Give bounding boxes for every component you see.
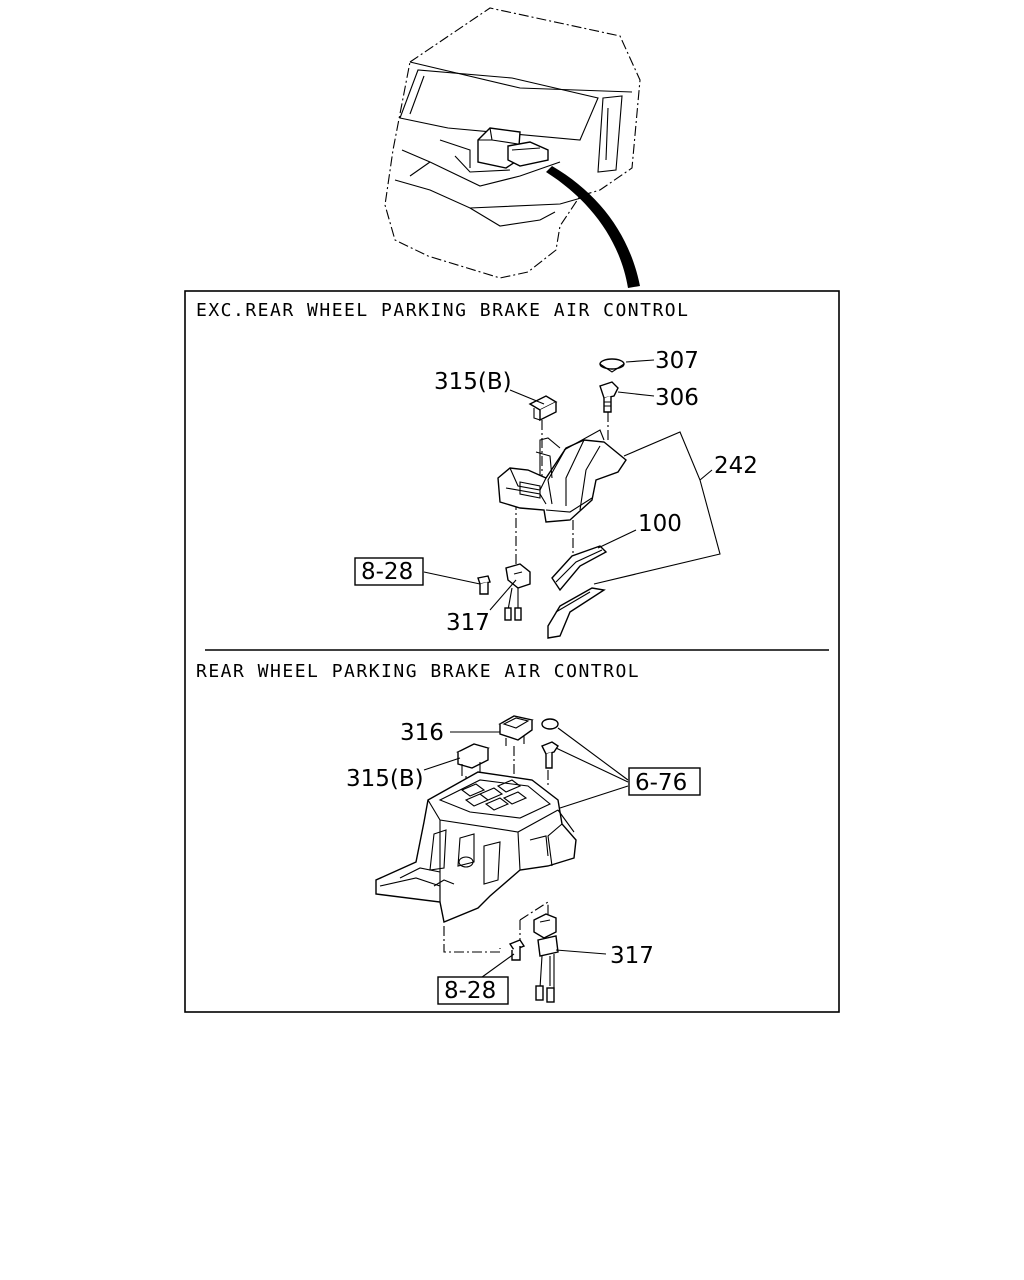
cab-overview-illustration <box>384 7 641 279</box>
switch-317-bottom <box>533 913 559 1003</box>
cap-6-76 <box>541 718 559 730</box>
callout-317-bottom: 317 <box>610 943 654 969</box>
screw-6-76 <box>541 741 559 769</box>
switch-317-top <box>504 563 531 621</box>
callout-8-28-bottom: 8-28 <box>444 978 496 1004</box>
ref-box-6-76 <box>628 767 701 796</box>
diagram-frame <box>184 290 840 1013</box>
callout-317-top: 317 <box>446 610 490 636</box>
top-assembly <box>423 358 721 639</box>
cover-316 <box>498 715 534 746</box>
callout-8-28-top: 8-28 <box>361 559 413 585</box>
bolt-8-28-top <box>477 575 491 595</box>
ref-box-8-28-top <box>354 557 424 586</box>
callout-316: 316 <box>400 720 444 746</box>
callout-242: 242 <box>714 453 758 479</box>
ref-box-8-28-bottom <box>437 976 509 1005</box>
detail-pointer <box>546 166 640 288</box>
console-242 <box>497 429 627 523</box>
callout-306: 306 <box>655 385 699 411</box>
callout-315b-bottom: 315(B) <box>346 766 424 792</box>
callout-100: 100 <box>638 511 682 537</box>
cover-315b-bottom <box>456 743 490 776</box>
section-title-top: EXC.REAR WHEEL PARKING BRAKE AIR CONTROL <box>196 300 689 321</box>
bolt-8-28-bottom <box>508 939 526 961</box>
trim-100 <box>551 545 608 592</box>
callout-307: 307 <box>655 348 699 374</box>
section-title-bottom: REAR WHEEL PARKING BRAKE AIR CONTROL <box>196 661 640 682</box>
screw-306 <box>599 381 619 413</box>
callout-6-76: 6-76 <box>635 770 687 796</box>
callout-315b-top: 315(B) <box>434 369 512 395</box>
washer-307 <box>599 358 625 370</box>
bracket-lower <box>547 587 606 639</box>
console-body-bottom <box>375 771 577 923</box>
bottom-assembly <box>375 715 629 1003</box>
